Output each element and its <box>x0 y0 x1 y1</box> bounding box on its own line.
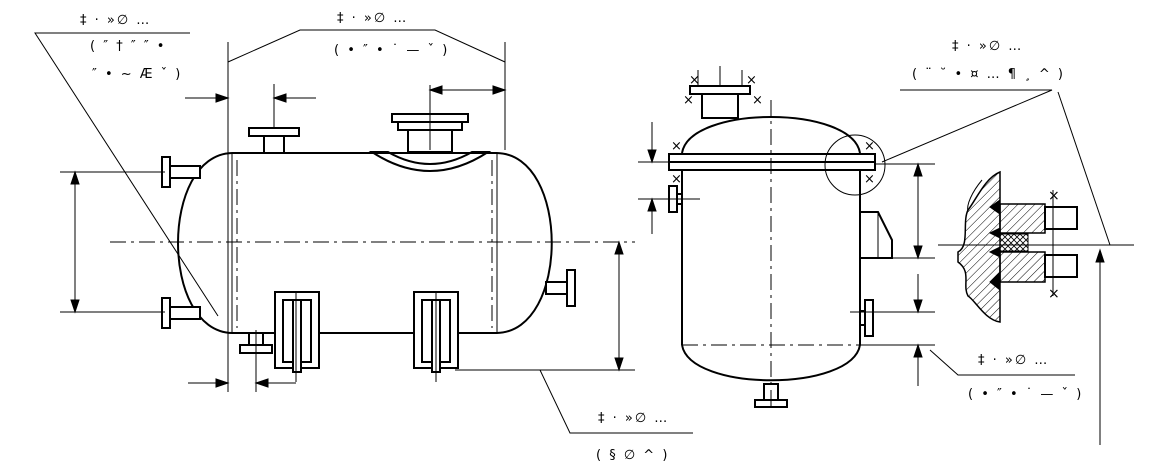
label-right-bot-title: ‡ · »∅ … <box>978 353 1049 368</box>
vertical-vessel: × × × × × × × × <box>638 66 1075 410</box>
label-bottom-sub: ( § ∅ ^ ) <box>596 448 669 463</box>
label-top-mid-sub: ( • ″ • ˙ — ˇ ) <box>334 43 449 58</box>
svg-text:×: × <box>864 172 875 187</box>
saddle-right <box>413 291 459 382</box>
flange-detail: × × <box>938 91 1134 445</box>
svg-text:×: × <box>864 139 875 154</box>
svg-text:×: × <box>671 139 682 154</box>
svg-text:×: × <box>1048 188 1060 204</box>
svg-text:×: × <box>746 73 757 88</box>
label-right-bot-sub: ( • ″ • ˙ — ˇ ) <box>968 387 1083 402</box>
svg-text:×: × <box>671 172 682 187</box>
label-top-left-sub2: ″ • ~ Æ ˇ ) <box>92 67 182 82</box>
svg-text:×: × <box>683 93 694 108</box>
saddle-left <box>274 291 320 382</box>
svg-text:×: × <box>752 93 763 108</box>
label-top-mid-title: ‡ · »∅ … <box>337 11 408 26</box>
svg-text:×: × <box>1048 286 1060 302</box>
label-right-top-sub: ( ¨ ˘ • ¤ … ¶ ¸ ^ ) <box>912 67 1065 82</box>
svg-text:×: × <box>689 73 700 88</box>
label-bottom-title: ‡ · »∅ … <box>598 411 669 426</box>
horizontal-vessel <box>34 29 693 434</box>
label-top-left-title: ‡ · »∅ … <box>80 13 151 28</box>
label-right-top-title: ‡ · »∅ … <box>952 39 1023 54</box>
label-top-left-sub1: ( ″ † ″ ″ • <box>90 39 166 54</box>
